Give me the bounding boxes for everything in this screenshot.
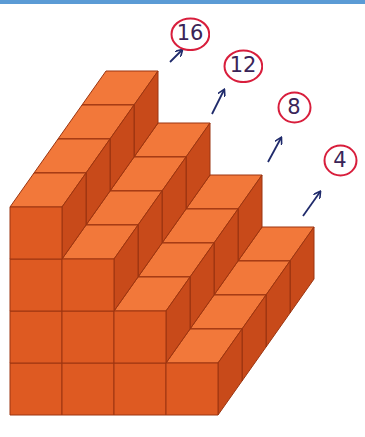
pointer-arrow bbox=[303, 192, 320, 216]
number-text: 12 bbox=[230, 55, 257, 76]
cube-face bbox=[10, 311, 62, 363]
cube-face bbox=[110, 105, 134, 191]
cube-face bbox=[166, 277, 190, 363]
cube-face bbox=[290, 227, 314, 313]
cube-face bbox=[214, 209, 238, 295]
circled-number: 4 bbox=[323, 144, 358, 177]
circle-outline bbox=[224, 50, 262, 82]
cube-face bbox=[186, 123, 210, 209]
cube-face bbox=[10, 207, 62, 259]
pointer-arrow bbox=[268, 138, 281, 162]
cube-face bbox=[62, 363, 114, 415]
pointer-arrow bbox=[212, 90, 224, 114]
circled-number: 16 bbox=[170, 17, 211, 52]
cube-face bbox=[62, 311, 114, 363]
cube-face bbox=[266, 261, 290, 347]
circled-number: 12 bbox=[223, 49, 264, 84]
number-text: 16 bbox=[177, 23, 204, 44]
cube-face bbox=[190, 243, 214, 329]
number-text: 4 bbox=[333, 150, 346, 171]
pointer-arrow bbox=[170, 50, 182, 62]
number-text: 8 bbox=[287, 97, 300, 118]
cube-face bbox=[10, 259, 62, 311]
cube-face bbox=[134, 71, 158, 157]
cube-face bbox=[138, 191, 162, 277]
cube-face bbox=[114, 363, 166, 415]
cube-face bbox=[218, 329, 242, 415]
cube-face bbox=[242, 295, 266, 381]
circle-outline bbox=[171, 18, 209, 50]
cube-stack bbox=[10, 71, 314, 415]
pointer-arrows bbox=[170, 50, 320, 216]
cube-face bbox=[114, 311, 166, 363]
cube-face bbox=[62, 173, 86, 259]
cube-face bbox=[114, 225, 138, 311]
cube-face bbox=[86, 139, 110, 225]
circle-outline bbox=[324, 145, 356, 175]
cube-face bbox=[162, 157, 186, 243]
cube-face bbox=[238, 175, 262, 261]
circled-number: 8 bbox=[277, 91, 312, 124]
cube-face bbox=[166, 363, 218, 415]
cube-face bbox=[62, 259, 114, 311]
circle-outline bbox=[278, 92, 310, 122]
top-rule bbox=[0, 0, 365, 4]
cube-face bbox=[10, 363, 62, 415]
